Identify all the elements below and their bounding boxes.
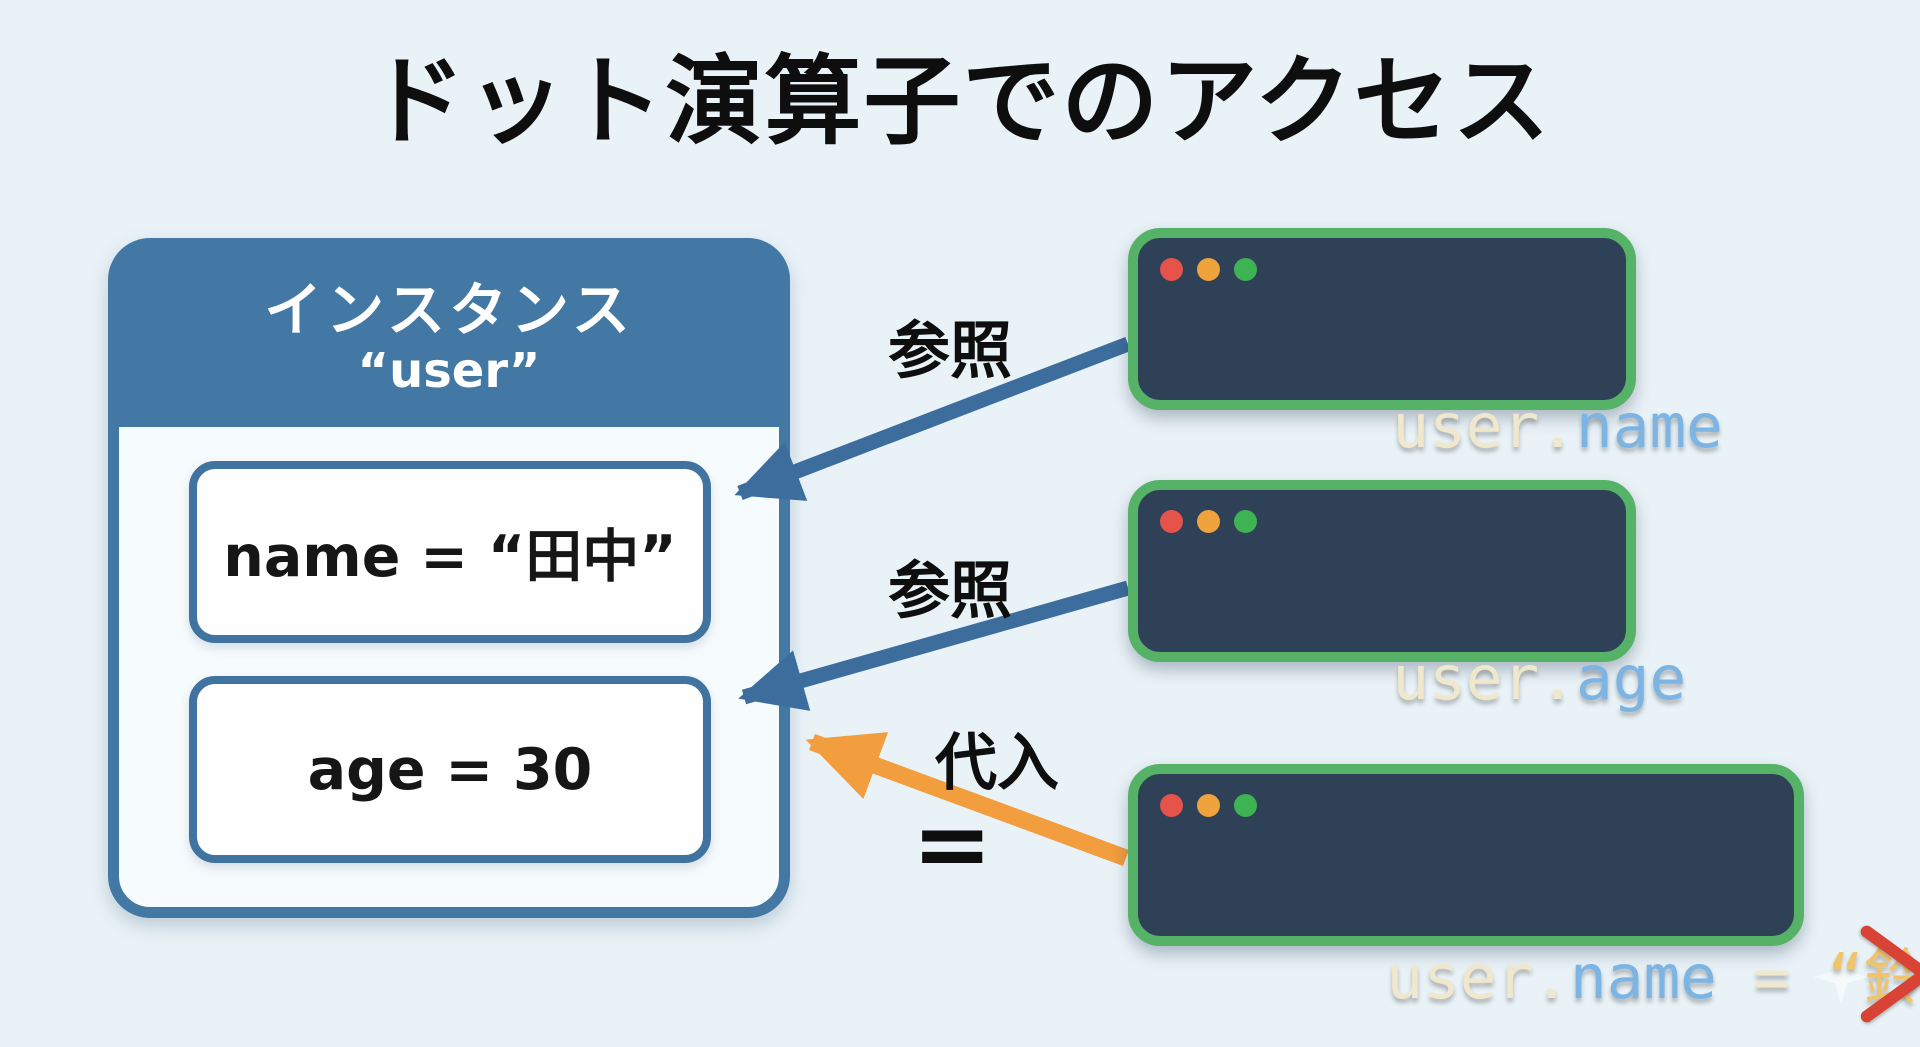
code-segment-open-quote: “ (1827, 942, 1864, 1013)
code-segment-property: name (1570, 942, 1717, 1013)
reference-arrow-2 (738, 580, 1131, 711)
code-window-user-name: user.name (1128, 228, 1723, 462)
field-box-name: name = “田中” (189, 461, 711, 643)
traffic-light-yellow-icon (1197, 258, 1220, 281)
instance-box: インスタンス “user” name = “田中” age = 30 (108, 238, 790, 918)
traffic-light-green-icon (1234, 258, 1257, 281)
code-segment-object: user. (1392, 391, 1576, 462)
traffic-light-yellow-icon (1197, 794, 1220, 817)
traffic-light-red-icon (1160, 510, 1183, 533)
traffic-lights (1160, 794, 1257, 817)
reference-label-1: 参照 (888, 314, 1013, 387)
field-box-age: age = 30 (189, 676, 711, 863)
reference-arrow-1 (734, 336, 1131, 501)
instance-header: インスタンス “user” (119, 249, 779, 427)
code-line: user.name (1172, 320, 1723, 533)
traffic-light-green-icon (1234, 510, 1257, 533)
code-segment-object: user. (1386, 942, 1570, 1013)
field-name-label: name = “田中” (223, 524, 677, 590)
code-window-assignment: user.name = “鈴木” (1128, 764, 1920, 1013)
traffic-light-red-icon (1160, 258, 1183, 281)
traffic-lights (1160, 510, 1257, 533)
instance-title: インスタンス (264, 275, 634, 344)
code-segment-operator: = (1716, 942, 1828, 1013)
traffic-lights (1160, 258, 1257, 281)
traffic-light-red-icon (1160, 794, 1183, 817)
equals-symbol: = (912, 788, 993, 900)
code-line: user.age (1172, 572, 1686, 785)
assignment-label: 代入 (935, 726, 1060, 799)
crossed-out-string: 鈴木 (1864, 927, 1920, 1016)
code-segment-object: user. (1392, 643, 1576, 714)
code-line: user.name = “鈴木” (1166, 856, 1920, 1047)
reference-label-2: 参照 (888, 554, 1013, 627)
traffic-light-green-icon (1234, 794, 1257, 817)
code-window-user-age: user.age (1128, 480, 1686, 714)
field-age-label: age = 30 (307, 736, 593, 803)
page-title: ドット演算子でのアクセス (368, 45, 1552, 158)
traffic-light-yellow-icon (1197, 510, 1220, 533)
code-segment-property: age (1576, 643, 1687, 714)
assignment-arrow (805, 732, 1129, 866)
code-segment-property: name (1576, 391, 1723, 462)
instance-variable-name: “user” (357, 342, 541, 399)
